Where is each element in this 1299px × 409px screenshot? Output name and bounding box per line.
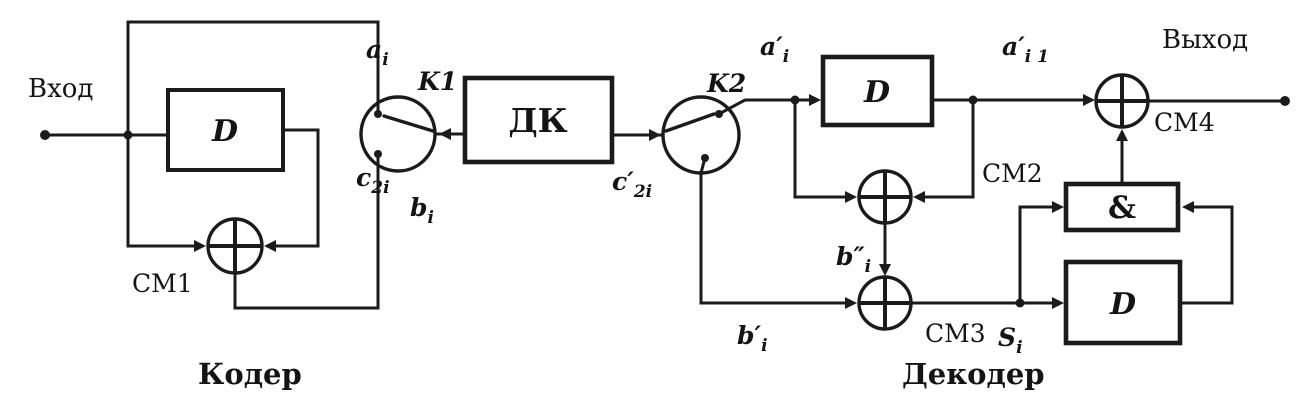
adder-cm2-label: СМ2 bbox=[982, 159, 1043, 188]
signal-a-prime-i-label: a′i bbox=[760, 32, 789, 67]
switch-k2-contact-a bbox=[715, 110, 723, 118]
signal-c-2i-label: c2i bbox=[356, 163, 390, 198]
switch-k2 bbox=[661, 95, 741, 175]
and-gate-label: & bbox=[1108, 190, 1136, 226]
arrow-into-cm2-left-icon bbox=[845, 191, 857, 203]
output-label: Выход bbox=[1162, 25, 1248, 55]
wire-coder-delay-to-cm1 bbox=[275, 128, 320, 248]
decoder-delay-box bbox=[820, 54, 935, 128]
adder-cm3 bbox=[857, 275, 913, 331]
output-terminal-dot bbox=[1280, 96, 1290, 106]
adder-cm1-plus-icon bbox=[208, 219, 262, 273]
adder-cm1 bbox=[206, 217, 264, 275]
signal-a-i-label: ai bbox=[366, 35, 389, 70]
signal-s-i-label: Si bbox=[998, 323, 1023, 358]
wire-cm3-branch-to-and bbox=[1018, 205, 1055, 305]
wire-branch-to-cm2-right bbox=[922, 98, 975, 199]
coder-delay-box bbox=[166, 88, 285, 172]
switch-k2-contact-b bbox=[701, 154, 709, 162]
wire-input-to-cm1 bbox=[126, 133, 197, 248]
switch-k2-label: K2 bbox=[706, 69, 746, 98]
arrow-into-and-left-icon bbox=[1052, 201, 1064, 213]
signal-a-prime-i1-label: a′i 1 bbox=[1002, 32, 1049, 67]
signal-b-prime-i-label: b′i bbox=[737, 321, 768, 356]
decoder-section-label: Декодер bbox=[902, 357, 1045, 391]
wire-syndrome-feedback-to-and bbox=[1178, 205, 1234, 305]
arrow-into-cm2-right-icon bbox=[913, 191, 925, 203]
arrow-into-cm3-top-icon bbox=[879, 264, 891, 276]
adder-cm2 bbox=[857, 169, 913, 225]
channel-label: ДК bbox=[508, 101, 567, 140]
junction-syndrome-dot bbox=[1015, 298, 1025, 308]
signal-c-prime-2i-label: c′2i bbox=[612, 167, 652, 202]
switch-k1-contact-a bbox=[374, 110, 382, 118]
coder-section-label: Кодер bbox=[198, 357, 302, 391]
switch-k1-lever bbox=[382, 114, 435, 133]
junction-decoder-out-dot bbox=[968, 95, 978, 105]
switch-k2-circle bbox=[661, 95, 741, 175]
wire-cm1-to-k1 bbox=[233, 154, 380, 310]
arrow-into-and-right-icon bbox=[1182, 201, 1194, 213]
arrow-into-k2-icon bbox=[649, 129, 661, 141]
wire-k2-to-cm3 bbox=[699, 156, 848, 305]
wire-top-rail-to-k1 bbox=[126, 20, 380, 137]
switch-k1 bbox=[359, 95, 437, 173]
signal-b-i-label: bi bbox=[410, 193, 434, 228]
wire-branch-to-cm2-left bbox=[793, 98, 848, 199]
and-gate-box bbox=[1063, 181, 1181, 233]
arrow-into-cm3-left-icon bbox=[845, 297, 857, 309]
arrow-into-cm1-left-icon bbox=[194, 240, 206, 252]
adder-cm3-label: СМ3 bbox=[925, 319, 986, 348]
arrow-into-cm4-left-icon bbox=[1083, 94, 1095, 106]
switch-k2-lever bbox=[664, 112, 716, 133]
input-terminal-dot bbox=[40, 130, 50, 140]
syndrome-delay-box bbox=[1063, 259, 1183, 346]
switch-k1-label: K1 bbox=[417, 67, 457, 96]
coder-delay-label: D bbox=[211, 114, 238, 149]
junction-a-prime-dot bbox=[790, 95, 800, 105]
arrow-into-syndrome-delay-icon bbox=[1052, 297, 1064, 309]
adder-cm4-plus-icon bbox=[1096, 75, 1148, 127]
adder-cm4 bbox=[1094, 73, 1150, 129]
adder-cm4-label: СМ4 bbox=[1154, 108, 1215, 137]
signal-b-dblprime-i-label: b″i bbox=[836, 242, 871, 277]
junction-input-dot bbox=[123, 130, 133, 140]
arrow-into-cm4-bottom-icon bbox=[1116, 129, 1128, 141]
syndrome-delay-label: D bbox=[1109, 287, 1136, 322]
adder-cm1-label: СМ1 bbox=[132, 269, 193, 298]
arrow-into-decoder-delay-icon bbox=[809, 94, 821, 106]
input-label: Вход bbox=[28, 74, 93, 104]
adder-cm2-plus-icon bbox=[859, 171, 911, 223]
switch-k1-circle bbox=[359, 95, 437, 173]
channel-box bbox=[462, 75, 615, 165]
switch-k1-contact-b bbox=[374, 150, 382, 158]
arrow-into-cm1-right-icon bbox=[264, 240, 276, 252]
decoder-delay-label: D bbox=[863, 75, 890, 110]
arrow-into-k1-icon bbox=[439, 128, 451, 140]
adder-cm3-plus-icon bbox=[859, 277, 911, 329]
